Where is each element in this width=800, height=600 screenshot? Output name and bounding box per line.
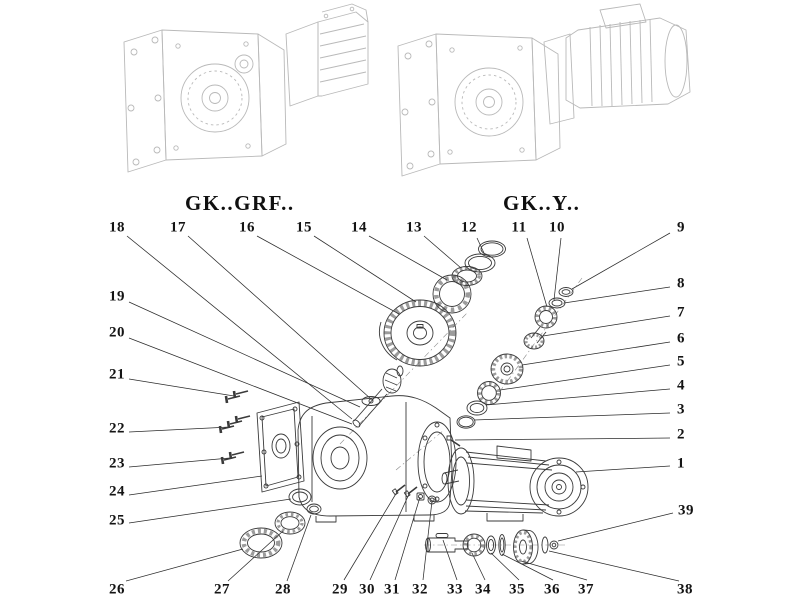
part-bolt-sets: [218, 390, 251, 465]
exploded-view-drawing: [218, 240, 589, 565]
callout-2: 2: [677, 426, 685, 443]
callout-21: 21: [109, 366, 125, 383]
callout-19: 19: [109, 288, 125, 305]
callout-26: 26: [109, 581, 125, 598]
callout-37: 37: [578, 581, 594, 598]
part-spacer-rings: [456, 400, 488, 429]
callout-12: 12: [461, 219, 477, 236]
part-cover-plate: [256, 401, 305, 493]
part-bearing-small: [477, 381, 501, 405]
callout-30: 30: [359, 581, 375, 598]
variant-label-gky: GK..Y..: [503, 191, 581, 215]
callout-3: 3: [677, 401, 685, 418]
callout-8: 8: [677, 275, 685, 292]
callout-4: 4: [677, 377, 685, 394]
callout-32: 32: [412, 581, 428, 598]
callout-33: 33: [447, 581, 463, 598]
assembled-view-gkgrf-drawing: [123, 3, 369, 173]
callout-6: 6: [677, 330, 685, 347]
callout-1: 1: [677, 455, 685, 472]
part-housing: [297, 395, 457, 523]
leader-lines: [125, 232, 680, 582]
callout-5: 5: [677, 353, 685, 370]
callout-13: 13: [406, 219, 422, 236]
callout-31: 31: [384, 581, 400, 598]
callout-28: 28: [275, 581, 291, 598]
callout-9: 9: [677, 219, 685, 236]
part-input-shaft: [352, 365, 404, 428]
assembled-view-gky-drawing: [397, 3, 691, 177]
callout-22: 22: [109, 420, 125, 437]
callout-36: 36: [544, 581, 560, 598]
part-flange-fasteners: [391, 484, 437, 505]
callout-15: 15: [296, 219, 312, 236]
part-small-gear: [490, 353, 524, 385]
callout-14: 14: [351, 219, 367, 236]
part-bearing-large: [432, 274, 472, 314]
callout-29: 29: [332, 581, 348, 598]
part-retaining-rings: [464, 240, 506, 273]
callout-34: 34: [475, 581, 491, 598]
callout-24: 24: [109, 483, 125, 500]
callout-20: 20: [109, 324, 125, 341]
callout-27: 27: [214, 581, 230, 598]
callout-25: 25: [109, 512, 125, 529]
part-bearing-cone: [451, 266, 483, 286]
part-large-gear: [378, 299, 457, 367]
callout-16: 16: [239, 219, 255, 236]
callout-23: 23: [109, 455, 125, 472]
callout-35: 35: [509, 581, 525, 598]
callout-38: 38: [677, 581, 693, 598]
callout-10: 10: [549, 219, 565, 236]
part-bevel-pinion-assembly: [523, 287, 574, 350]
callout-11: 11: [511, 219, 527, 236]
callout-17: 17: [170, 219, 186, 236]
callout-7: 7: [677, 304, 685, 321]
callout-39: 39: [678, 502, 694, 519]
part-output-bearing-kit: [239, 488, 322, 559]
part-motor: [441, 445, 589, 522]
variant-label-gkgrf: GK..GRF..: [185, 191, 295, 215]
alignment-lines: [339, 277, 583, 546]
part-stud-bolt: [446, 435, 461, 447]
callout-18: 18: [109, 219, 125, 236]
part-output-shaft-kit: [425, 529, 559, 565]
